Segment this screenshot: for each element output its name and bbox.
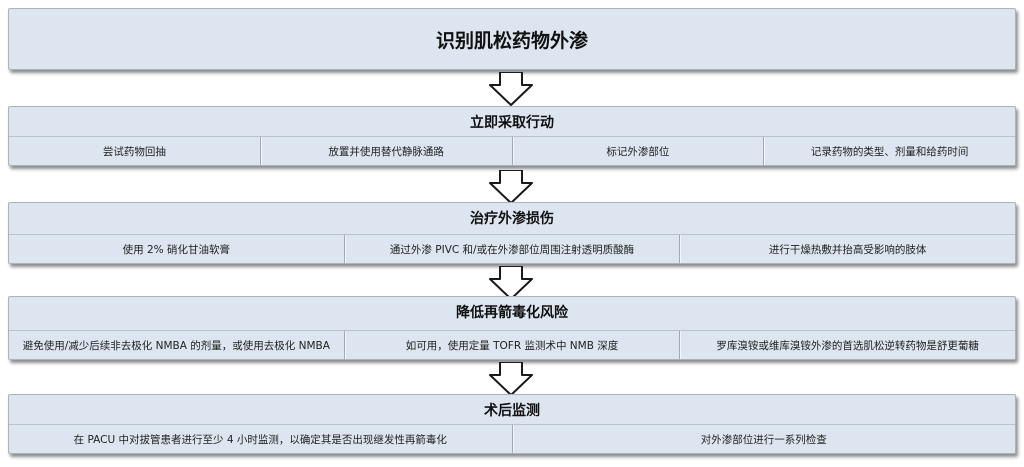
down-arrow-icon [489, 266, 533, 300]
down-arrow-icon [489, 72, 533, 106]
title-box: 识别肌松药物外渗 [8, 8, 1016, 70]
action-row: 在 PACU 中对拔管患者进行至少 4 小时监测，以确定其是否出现继发性再箭毒化… [9, 424, 1015, 453]
action-item: 进行干燥热敷并抬高受影响的肢体 [679, 235, 1015, 263]
down-arrow-icon [489, 362, 533, 396]
section-title: 降低再箭毒化风险 [456, 305, 568, 321]
down-arrow-icon [489, 170, 533, 204]
action-item: 避免使用/减少后续非去极化 NMBA 的剂量，或使用去极化 NMBA [22, 339, 330, 352]
section-title: 术后监测 [484, 403, 540, 419]
section-title: 治疗外渗损伤 [470, 211, 554, 227]
diagram-title: 识别肌松药物外渗 [435, 29, 588, 52]
section-treat-injury: 治疗外渗损伤 使用 2% 硝化甘油软膏 通过外渗 PIVC 和/或在外渗部位周围… [8, 202, 1016, 264]
section-postop-monitoring: 术后监测 在 PACU 中对拔管患者进行至少 4 小时监测，以确定其是否出现继发… [8, 394, 1016, 454]
action-item: 如可用，使用定量 TOFR 监测术中 NMB 深度 [343, 331, 680, 359]
action-item: 尝试药物回抽 [102, 145, 166, 158]
action-item: 记录药物的类型、剂量和给药时间 [763, 137, 1015, 165]
action-item: 使用 2% 硝化甘油软膏 [122, 243, 230, 256]
action-item: 通过外渗 PIVC 和/或在外渗部位周围注射透明质酸酶 [343, 235, 680, 263]
action-row: 避免使用/减少后续非去极化 NMBA 的剂量，或使用去极化 NMBA 如可用，使… [9, 330, 1015, 359]
action-item: 在 PACU 中对拔管患者进行至少 4 小时监测，以确定其是否出现继发性再箭毒化 [73, 433, 447, 446]
action-row: 尝试药物回抽 放置并使用替代静脉通路 标记外渗部位 记录药物的类型、剂量和给药时… [9, 136, 1015, 165]
action-item: 标记外渗部位 [511, 137, 764, 165]
action-item: 对外渗部位进行一系列检查 [511, 425, 1016, 453]
action-item: 罗库溴铵或维库溴铵外渗的首选肌松逆转药物是舒更葡糖 [679, 331, 1015, 359]
section-title: 立即采取行动 [470, 115, 554, 131]
section-reduce-recurarization: 降低再箭毒化风险 避免使用/减少后续非去极化 NMBA 的剂量，或使用去极化 N… [8, 296, 1016, 360]
action-item: 放置并使用替代静脉通路 [259, 137, 512, 165]
section-immediate-action: 立即采取行动 尝试药物回抽 放置并使用替代静脉通路 标记外渗部位 记录药物的类型… [8, 106, 1016, 166]
action-row: 使用 2% 硝化甘油软膏 通过外渗 PIVC 和/或在外渗部位周围注射透明质酸酶… [9, 234, 1015, 263]
